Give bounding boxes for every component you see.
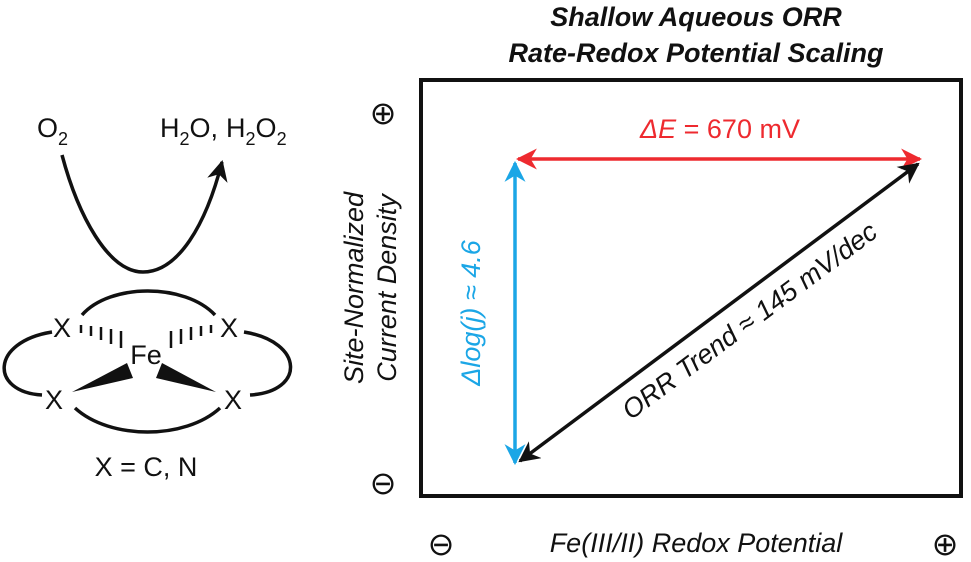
x-axis-plus-sign: ⊕: [932, 526, 959, 562]
macrocycle-right-arc: [243, 330, 293, 397]
macrocycle-bottom-arc: [73, 406, 222, 434]
delta-e-label: ΔE = 670 mV: [639, 114, 800, 144]
wedge-bond-left: [72, 363, 133, 392]
delta-log-j-label: Δlog(j) ≈ 4.6: [456, 239, 486, 386]
metal-center-fe: Fe: [130, 340, 162, 370]
donor-atom-bottom-left: X: [45, 385, 63, 415]
y-axis-label-line-1: Site-Normalized: [339, 191, 369, 384]
donor-atom-top-right: X: [220, 313, 238, 343]
x-axis-label: Fe(III/II) Redox Potential: [550, 528, 844, 558]
hashed-bond-right: [169, 325, 213, 348]
reaction-arrow: [60, 154, 228, 274]
donor-atom-top-left: X: [53, 313, 71, 343]
macrocycle-left-arc: [2, 330, 53, 397]
donor-atom-bottom-right: X: [224, 385, 242, 415]
macrocycle-top-arc: [80, 289, 217, 317]
y-axis-minus-sign: ⊖: [370, 465, 397, 501]
reactant-o2-label: O2: [37, 113, 68, 149]
title-line-2: Rate-Redox Potential Scaling: [508, 38, 884, 68]
x-axis-minus-sign: ⊖: [428, 526, 455, 562]
title-line-1: Shallow Aqueous ORR: [550, 2, 842, 32]
hashed-bond-left: [79, 325, 123, 348]
orr-trend-arrow: [518, 162, 920, 463]
products-label: H2O,H2O2: [160, 113, 287, 149]
wedge-bond-right: [156, 363, 216, 392]
scaling-plot: Site-Normalized Current Density ⊕ ⊖ ⊖ Fe…: [339, 78, 963, 562]
y-axis-plus-sign: ⊕: [370, 95, 397, 131]
y-axis-label-line-2: Current Density: [372, 193, 402, 382]
molecule-scheme: O2 H2O,H2O2 X X X X Fe: [2, 113, 293, 482]
orr-trend-label-group: ORR Trend ≈ 145 mV/dec: [616, 216, 883, 426]
donor-legend: X = C, N: [95, 452, 198, 482]
y-axis-label: Site-Normalized Current Density: [339, 191, 402, 384]
plot-frame: [419, 78, 963, 498]
orr-trend-label: ORR Trend ≈ 145 mV/dec: [616, 216, 883, 426]
delta-log-j-label-group: Δlog(j) ≈ 4.6: [456, 239, 486, 386]
